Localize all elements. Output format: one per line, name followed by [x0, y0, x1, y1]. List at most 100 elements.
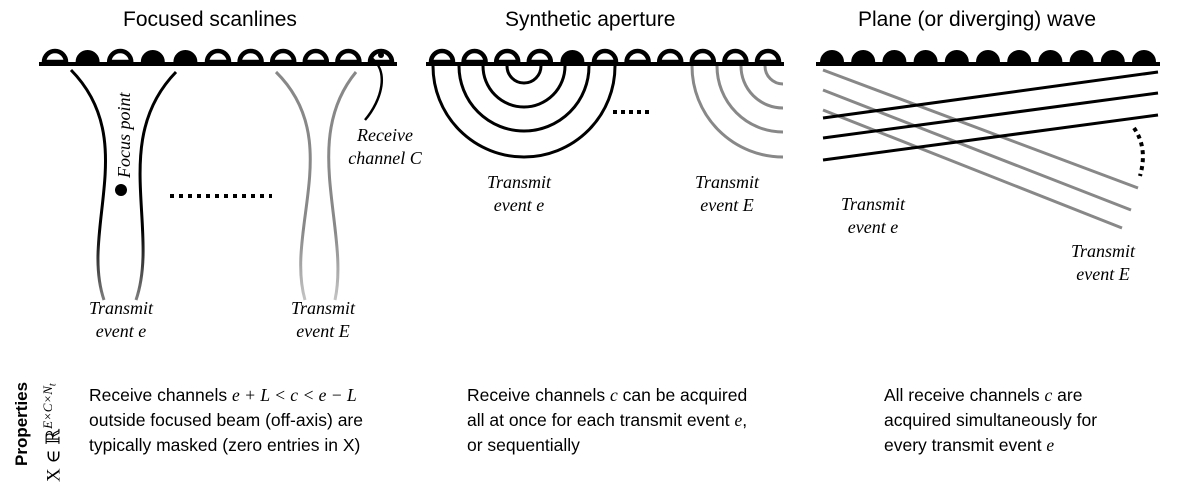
transmit-label-line2: event E — [700, 195, 754, 215]
transducer-element-inactive — [428, 48, 456, 65]
transducer-element-inactive — [461, 48, 488, 65]
transducer-element-active — [851, 50, 876, 63]
plane-wave-e-1 — [822, 70, 1159, 120]
properties-line: all at once for each transmit event e, — [467, 408, 747, 433]
math: c — [610, 385, 618, 405]
wavefront-E-2 — [739, 65, 784, 110]
properties-line: Receive channels c can be acquired — [467, 383, 747, 408]
transducer-element-active — [140, 50, 165, 63]
focus-point-marker — [115, 184, 127, 196]
transducer-element-inactive — [204, 48, 232, 65]
plane-panel — [816, 50, 1160, 230]
properties-plane: All receive channels c are acquired simu… — [884, 383, 1097, 458]
transducer-element-active — [75, 50, 100, 63]
transducer-element-inactive — [335, 48, 362, 65]
transmit-label-line2: event e — [493, 195, 545, 215]
panel-title-plane: Plane (or diverging) wave — [858, 8, 1097, 31]
text: are — [1052, 385, 1083, 405]
transducer-element-active — [913, 50, 938, 63]
plane-wave-E-2 — [822, 88, 1132, 212]
wavefront-e-3 — [457, 65, 591, 133]
synthetic-panel — [426, 48, 784, 159]
transmit-label-line2: event e — [847, 217, 899, 237]
math: e — [1046, 435, 1055, 455]
plane-wave-E-3 — [822, 108, 1123, 230]
text: Receive channels — [467, 385, 610, 405]
transducer-element-active — [173, 50, 198, 63]
text: Receive channels — [89, 385, 232, 405]
wavefront-E-4 — [690, 65, 784, 159]
math: e + L < c < e − L — [232, 385, 357, 405]
transmit-event-E-label: Transmit event E — [682, 171, 772, 217]
transducer-element-inactive — [591, 48, 619, 65]
wavefront-E-1 — [763, 65, 784, 86]
transducer-array-synthetic — [426, 48, 784, 66]
properties-line: acquired simultaneously for — [884, 410, 1098, 430]
text: , — [742, 410, 748, 430]
tensor-base: X ∈ ℝ — [43, 428, 65, 482]
transducer-element-inactive — [269, 48, 297, 65]
transducer-element-active — [1007, 50, 1032, 63]
transducer-element-inactive — [302, 48, 330, 65]
transducer-array-focused — [39, 48, 397, 66]
properties-line: typically masked (zero entries in X) — [89, 435, 361, 455]
panel-title-focused: Focused scanlines — [123, 8, 297, 31]
transducer-element-active — [1100, 50, 1125, 63]
properties-synthetic: Receive channels c can be acquired all a… — [467, 383, 747, 458]
transducer-element-active — [975, 50, 1001, 63]
properties-line: every transmit event e — [884, 433, 1097, 458]
receive-channel-marker — [378, 52, 384, 58]
properties-line: or sequentially — [467, 435, 580, 455]
transmit-event-e-label: Transmit event e — [76, 297, 166, 343]
transducer-element-inactive — [237, 48, 264, 65]
tensor-superscript: E×C×Nt — [40, 383, 59, 429]
transducer-element-inactive — [493, 48, 521, 65]
receive-channel-label-line2: channel C — [348, 148, 422, 168]
focused-panel — [39, 48, 400, 370]
wavefront-e-4 — [431, 65, 617, 159]
ellipsis-dots — [1132, 126, 1145, 177]
panel-title-synthetic: Synthetic aperture — [505, 8, 676, 31]
transmit-label-line1: Transmit — [1070, 241, 1136, 261]
focus-point-label: Focus point — [114, 92, 134, 179]
transducer-element-inactive — [722, 48, 749, 65]
receive-channel-label-line1: Receive — [357, 125, 413, 145]
plane-wave-e-3 — [822, 113, 1159, 162]
transducer-element-inactive — [526, 48, 554, 65]
beam-fade-overlay — [55, 230, 400, 370]
transducer-element-active — [560, 50, 585, 63]
plane-wave-E-1 — [822, 68, 1139, 190]
wavefront-E-3 — [715, 65, 784, 134]
text: every transmit event — [884, 435, 1047, 455]
text: all at once for each transmit event — [467, 410, 735, 430]
transducer-element-active — [1038, 50, 1063, 63]
transducer-element-inactive — [624, 48, 651, 65]
transmit-label-line2: event e — [95, 321, 147, 341]
transmit-event-e-label: Transmit event e — [474, 171, 564, 217]
transducer-baseline — [816, 62, 1160, 66]
transducer-element-active — [1069, 50, 1094, 63]
properties-line: All receive channels c are — [884, 383, 1097, 408]
text: All receive channels — [884, 385, 1045, 405]
properties-focused: Receive channels e + L < c < e − L outsi… — [89, 383, 363, 458]
transducer-element-active — [1131, 50, 1157, 63]
transducer-element-inactive — [689, 48, 717, 65]
transmit-label-line2: event E — [1076, 264, 1130, 284]
transmit-label-line2: event E — [296, 321, 350, 341]
properties-line: Receive channels e + L < c < e − L — [89, 383, 363, 408]
transducer-element-inactive — [106, 48, 134, 65]
properties-line: outside focused beam (off-axis) are — [89, 410, 363, 430]
transducer-element-inactive — [656, 48, 684, 65]
transmit-event-E-label: Transmit event E — [1058, 240, 1148, 286]
properties-heading: Properties — [12, 381, 31, 466]
transducer-element-active — [944, 50, 969, 63]
transmit-label-line1: Transmit — [486, 172, 552, 192]
receive-channel-label: Receive channel C — [340, 124, 430, 170]
transducer-element-active — [882, 50, 907, 63]
transducer-element-inactive — [754, 48, 782, 65]
wavefront-e-1 — [505, 65, 543, 85]
tensor-sup-text: E×C×N — [40, 386, 55, 429]
transmit-event-e-label: Transmit event e — [828, 193, 918, 239]
